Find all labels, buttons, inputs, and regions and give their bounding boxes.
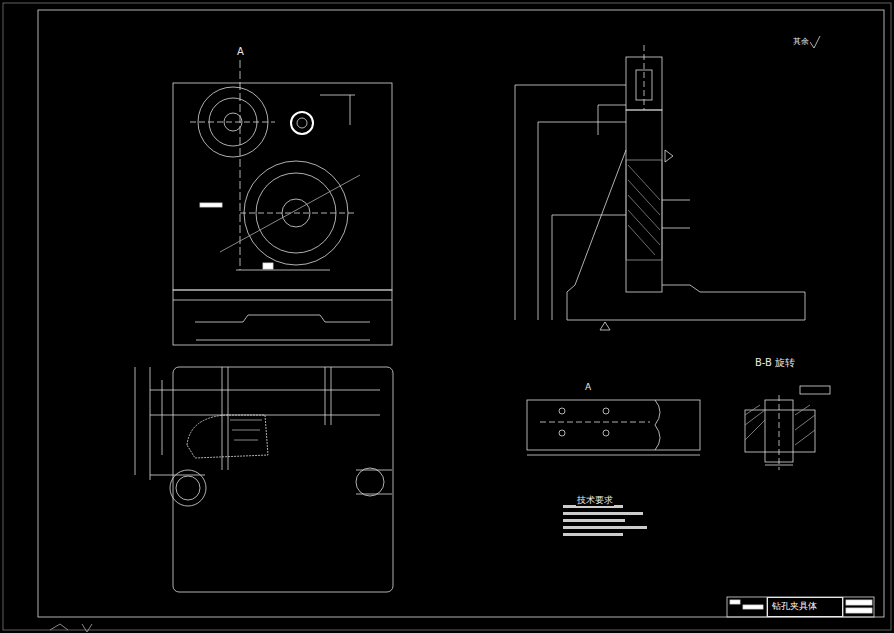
label: A	[236, 46, 245, 57]
label: 其余	[792, 38, 810, 47]
a-view	[527, 400, 700, 455]
title-block	[727, 597, 874, 617]
sheet-border	[3, 3, 891, 630]
bb-section	[745, 386, 830, 470]
label: B-B 旋转	[754, 357, 796, 368]
side-view	[515, 45, 805, 330]
top-view	[135, 367, 393, 592]
title-text: 钻孔夹具体	[772, 601, 817, 611]
label: 技术要求	[576, 496, 614, 506]
front-view	[173, 60, 392, 345]
frame	[38, 10, 884, 617]
note-lines	[563, 505, 647, 536]
title-cell: 钻孔夹具体	[767, 597, 843, 617]
label: A	[584, 383, 592, 393]
